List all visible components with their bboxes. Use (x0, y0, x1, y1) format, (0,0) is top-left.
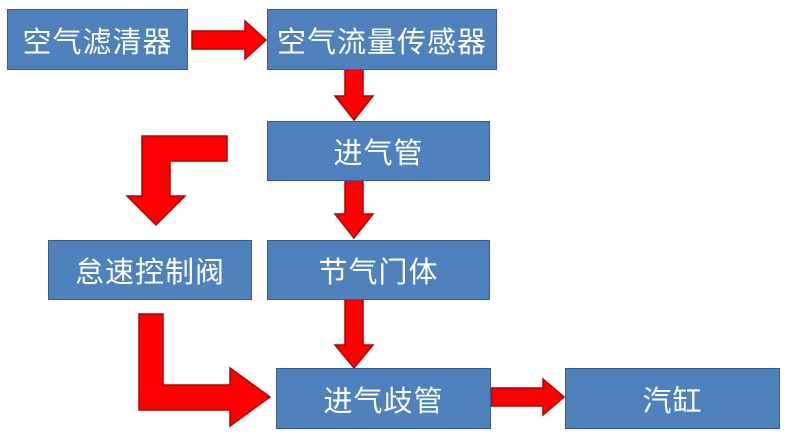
node-intake-manifold: 进气歧管 (276, 368, 491, 429)
node-air-flow-sensor-label: 空气流量传感器 (276, 24, 487, 59)
arrow-idle-valve-to-manifold (138, 313, 272, 428)
node-cylinder-label: 汽缸 (642, 383, 703, 418)
arrow-intake-pipe-to-throttle (333, 179, 375, 240)
node-air-filter: 空气滤清器 (7, 9, 188, 70)
arrow-throttle-to-manifold (333, 298, 375, 370)
node-idle-control-valve: 怠速控制阀 (48, 240, 252, 300)
node-throttle-body: 节气门体 (267, 240, 490, 300)
node-idle-control-valve-label: 怠速控制阀 (74, 255, 225, 289)
node-throttle-body-label: 节气门体 (318, 255, 439, 289)
arrow-sensor-to-intake-pipe (333, 67, 375, 122)
node-cylinder: 汽缸 (565, 368, 780, 429)
node-intake-pipe: 进气管 (267, 121, 490, 181)
arrow-manifold-to-cylinder (490, 377, 566, 417)
node-intake-pipe-label: 进气管 (333, 136, 424, 170)
node-air-flow-sensor: 空气流量传感器 (267, 9, 497, 70)
node-intake-manifold-label: 进气歧管 (323, 383, 444, 418)
arrow-filter-to-sensor (191, 19, 268, 61)
arrow-intake-pipe-to-idle-valve (125, 135, 228, 227)
node-air-filter-label: 空气滤清器 (22, 24, 173, 59)
